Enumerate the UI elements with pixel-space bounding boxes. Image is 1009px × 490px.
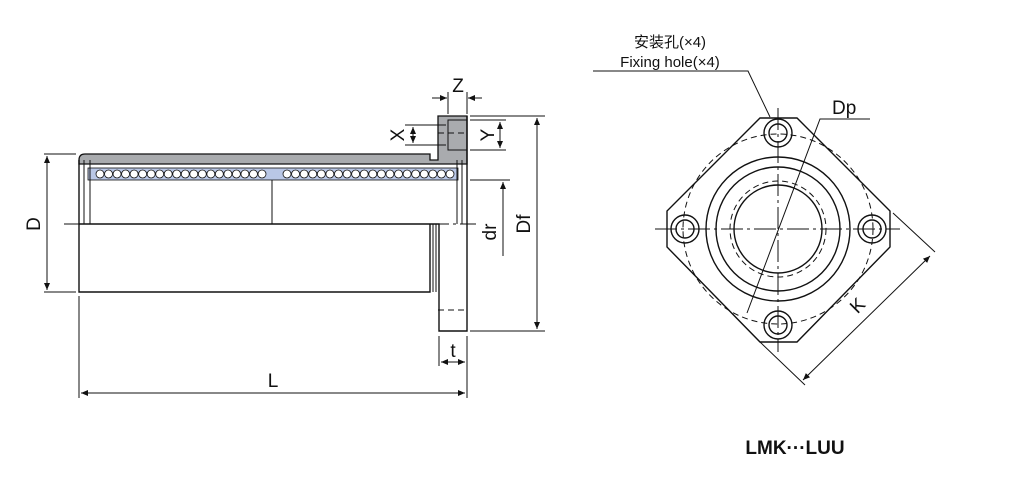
ball [334,169,343,179]
ball [197,169,207,179]
label-dr: dr [480,223,501,241]
ball [299,169,309,179]
fixing-hole-label-cn: 安装孔(×4) [634,34,706,51]
ball [419,169,429,179]
ball [138,169,148,179]
ball [325,169,335,179]
ball-rows [95,169,455,179]
ball [359,169,369,179]
label-Df: Df [514,214,535,234]
ball [308,169,318,179]
ball [428,169,438,179]
ball [257,169,267,179]
fixing-hole-label-en: Fixing hole(×4) [620,54,720,71]
label-X: X [388,128,409,141]
flange-outline [666,117,891,343]
ball [189,169,199,179]
ball [376,169,386,179]
ball [445,169,455,179]
ball [351,169,361,179]
ball [95,169,105,179]
side-view: D L t Z X Y dr Df [24,76,545,398]
ball [172,169,182,179]
ball [129,169,139,179]
label-t: t [450,341,456,362]
model-title: LMK···LUU [745,438,844,459]
ball [291,169,300,179]
ball [104,169,113,179]
label-Y: Y [478,128,499,141]
ball [214,169,224,179]
ball [146,169,156,179]
ball [155,169,165,179]
ball [282,169,292,179]
ball [112,169,122,179]
ball [385,169,395,179]
ball [316,169,326,179]
label-D: D [24,217,45,231]
ball [368,169,378,179]
ball [163,169,173,179]
ball [206,169,216,179]
ball [249,169,258,179]
ball [223,169,233,179]
label-Dp: Dp [832,98,856,119]
front-view: 安装孔(×4) Fixing hole(×4) Dp K [593,34,936,386]
label-L: L [268,371,279,392]
ball [342,169,352,179]
ball [121,169,130,179]
label-K: K [846,294,870,318]
ball [411,169,421,179]
ball [240,169,250,179]
label-Z: Z [452,76,464,97]
ball [394,169,403,179]
ball [180,169,190,179]
ball [402,169,412,179]
ball [437,169,446,179]
ball [232,169,241,179]
